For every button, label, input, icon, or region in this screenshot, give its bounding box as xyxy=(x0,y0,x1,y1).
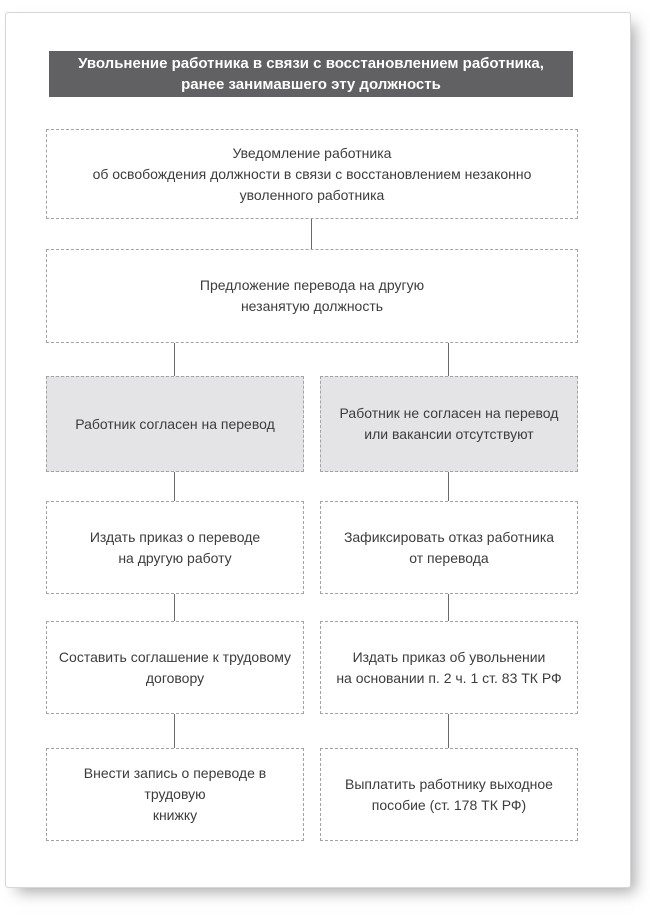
connector-line xyxy=(448,472,449,501)
connector-line xyxy=(174,714,175,748)
node-record-refusal: Зафиксировать отказ работника от перевод… xyxy=(320,501,578,594)
node-labor-agreement: Составить соглашение к трудовому договор… xyxy=(46,621,304,714)
node-notification: Уведомление работника об освобождения до… xyxy=(46,129,578,219)
connector-line xyxy=(311,219,312,249)
node-transfer-order: Издать приказ о переводе на другую работ… xyxy=(46,501,304,594)
connector-line xyxy=(174,343,175,376)
connector-line xyxy=(448,594,449,621)
node-severance-pay: Выплатить работнику выходное пособие (ст… xyxy=(320,748,578,841)
connector-line xyxy=(174,594,175,621)
node-transfer-offer: Предложение перевода на другую незанятую… xyxy=(46,249,578,343)
node-workbook-entry: Внести запись о переводе в трудовую книж… xyxy=(46,748,304,841)
connector-line xyxy=(448,343,449,376)
connector-line xyxy=(448,714,449,748)
flowchart-card: Увольнение работника в связи с восстанов… xyxy=(5,12,631,888)
connector-line xyxy=(174,472,175,501)
flowchart-title: Увольнение работника в связи с восстанов… xyxy=(49,51,573,97)
node-agree: Работник согласен на перевод xyxy=(46,376,304,472)
node-disagree: Работник не согласен на перевод или вака… xyxy=(320,376,578,472)
node-dismissal-order: Издать приказ об увольнении на основании… xyxy=(320,621,578,714)
